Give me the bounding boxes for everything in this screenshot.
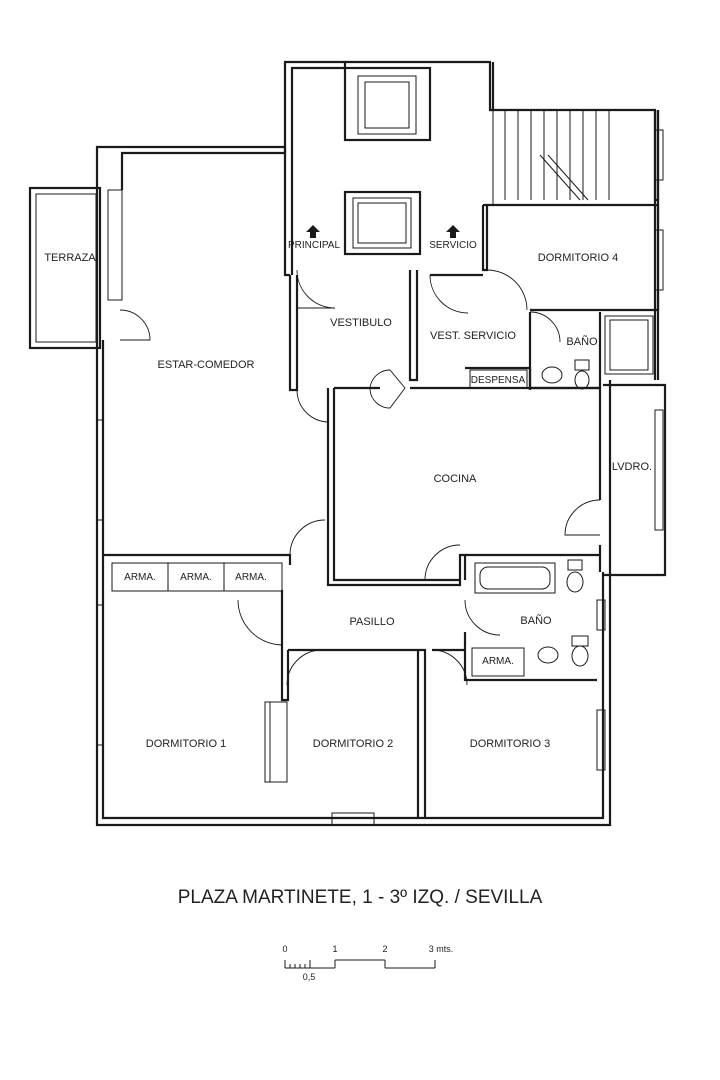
elevator-icon bbox=[343, 190, 422, 256]
room-label-pasillo: PASILLO bbox=[349, 616, 394, 628]
plan-title: PLAZA MARTINETE, 1 - 3º IZQ. / SEVILLA bbox=[178, 887, 543, 908]
door-swings bbox=[119, 269, 601, 686]
room-label-servicio: SERVICIO bbox=[429, 240, 477, 251]
room-label-dormitorio-1: DORMITORIO 1 bbox=[146, 738, 226, 750]
scale-label-1: 1 bbox=[332, 944, 337, 954]
room-label-arma-4: ARMA. bbox=[482, 656, 514, 667]
scale-label-2: 2 bbox=[382, 944, 387, 954]
room-label-cocina: COCINA bbox=[434, 473, 477, 485]
entrance-arrow-icon bbox=[446, 225, 460, 238]
room-label-despensa: DESPENSA bbox=[471, 375, 526, 386]
room-label-dormitorio-4: DORMITORIO 4 bbox=[538, 252, 618, 264]
room-label-arma-1: ARMA. bbox=[124, 572, 156, 583]
elevator-icon bbox=[343, 66, 432, 142]
room-label-dormitorio-3: DORMITORIO 3 bbox=[470, 738, 550, 750]
stairs bbox=[492, 109, 656, 206]
scale-bar: 0 1 2 3 mts. 0,5 bbox=[282, 944, 453, 982]
entrance-arrow-icon bbox=[306, 225, 320, 238]
room-label-arma-3: ARMA. bbox=[235, 572, 267, 583]
interior-walls bbox=[103, 203, 660, 818]
fixtures bbox=[474, 315, 654, 667]
room-label-principal: PRINCIPAL bbox=[288, 240, 340, 251]
room-label-vestibulo: VESTIBULO bbox=[330, 317, 392, 329]
room-label-dormitorio-2: DORMITORIO 2 bbox=[313, 738, 393, 750]
scale-label-0: 0 bbox=[282, 944, 287, 954]
scale-label-half: 0,5 bbox=[303, 972, 316, 982]
room-label-estar-comedor: ESTAR-COMEDOR bbox=[158, 359, 255, 371]
room-label-terraza: TERRAZA bbox=[44, 252, 96, 264]
windows bbox=[96, 129, 664, 826]
room-label-lvdro: LVDRO. bbox=[612, 461, 652, 473]
room-label-vest-servicio: VEST. SERVICIO bbox=[430, 330, 516, 342]
scale-label-3: 3 mts. bbox=[429, 944, 454, 954]
room-label-bano: BAÑO bbox=[520, 614, 552, 627]
room-label-bano-servicio: BAÑO bbox=[566, 335, 598, 348]
room-label-arma-2: ARMA. bbox=[180, 572, 212, 583]
